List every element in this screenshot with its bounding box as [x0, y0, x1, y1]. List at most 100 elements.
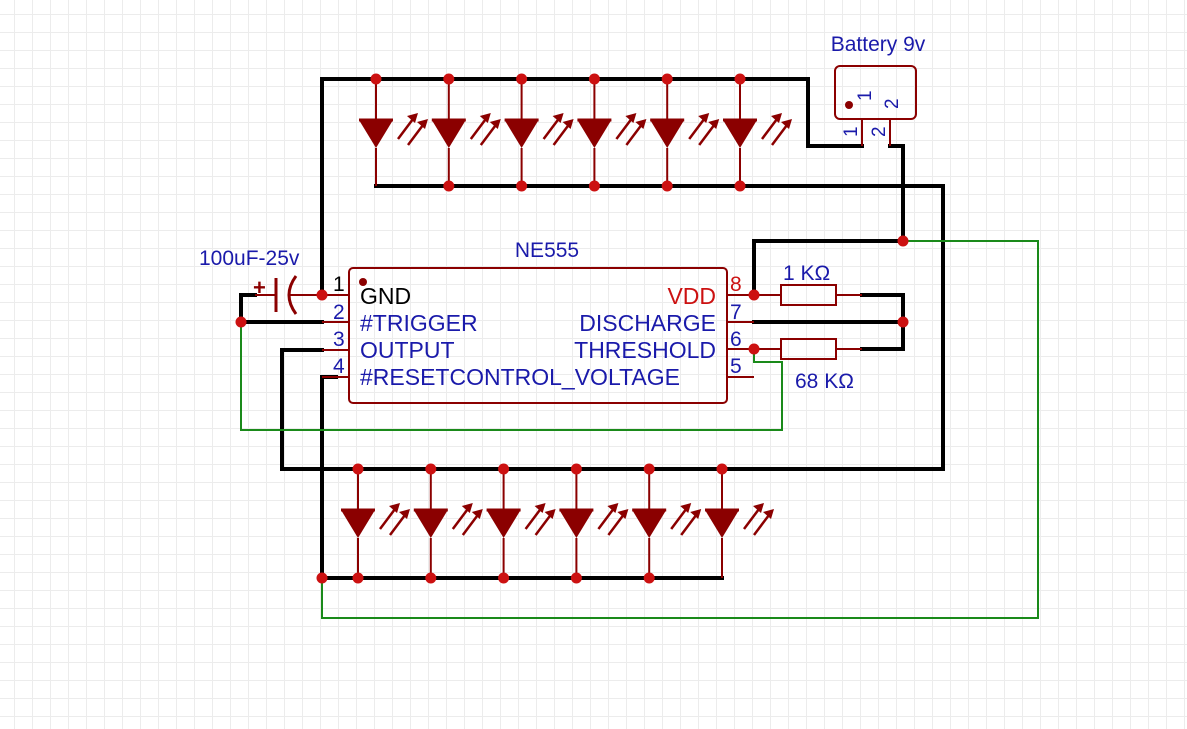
led-bottom-3[interactable] — [486, 463, 556, 584]
ne555-ic[interactable]: NE555 1 2 3 4 GND #TRIGGER OUTPUT #RESET… — [322, 239, 754, 404]
battery-pin1-label-inner: 1 — [855, 90, 876, 101]
ic-pin-num-8: 8 — [730, 273, 742, 296]
led-bank-top — [359, 73, 792, 192]
led-arrowhead-icon — [389, 503, 400, 513]
ic-pin-name-gnd: GND — [360, 283, 411, 309]
led-junction-bottom — [443, 180, 455, 192]
battery-name: Battery 9v — [831, 33, 926, 56]
led-bottom-6[interactable] — [705, 463, 774, 579]
led-top-2[interactable] — [431, 73, 501, 192]
ic-pin-num-6: 6 — [730, 328, 742, 351]
led-diode-icon — [431, 120, 466, 148]
led-arrowhead-icon — [607, 503, 619, 513]
junction-gnd — [316, 289, 328, 301]
led-junction-top — [570, 463, 582, 475]
led-arrowhead-icon — [753, 503, 764, 513]
junction-trigger — [235, 316, 247, 328]
led-bottom-2[interactable] — [413, 463, 483, 584]
led-arrowhead-icon — [479, 113, 491, 123]
ic-body — [348, 267, 728, 404]
capacitor-name: 100uF-25v — [199, 247, 300, 270]
led-arrowhead-icon — [489, 119, 501, 129]
green-nets — [240, 240, 1039, 619]
led-arrowhead-icon — [690, 509, 702, 519]
ic-pin-name-output: OUTPUT — [360, 337, 455, 363]
led-junction-bottom — [661, 180, 673, 192]
wire-battery-pin2 — [888, 144, 905, 243]
led-arrowhead-icon — [625, 113, 637, 123]
resistor-1k-label: 1 KΩ — [783, 262, 830, 285]
led-arrowhead-icon — [708, 119, 720, 129]
led-diode-icon — [650, 120, 685, 148]
battery-pin2-label-outer: 2 — [869, 126, 890, 137]
battery-pin1-dot — [845, 101, 853, 109]
resistor-68k[interactable]: 68 KΩ — [754, 338, 862, 393]
led-diode-icon — [705, 510, 739, 538]
led-diode-icon — [413, 510, 448, 538]
led-bottom-5[interactable] — [632, 463, 702, 584]
led-junction-top — [443, 73, 455, 85]
led-arrowhead-icon — [562, 119, 574, 129]
led-top-5[interactable] — [650, 73, 720, 192]
battery-component[interactable]: Battery 9v 1 2 1 2 — [831, 33, 926, 146]
ic-pin1-marker — [359, 278, 367, 286]
junctions — [235, 235, 909, 584]
led-junction-top — [498, 463, 510, 475]
led-arrowhead-icon — [763, 509, 774, 519]
led-top-3[interactable] — [504, 73, 574, 192]
junction-threshold-pin — [748, 343, 760, 355]
ic-pin-num-4: 4 — [333, 355, 345, 378]
wire-top-led-bus — [280, 184, 945, 471]
junction-resistor-node — [897, 316, 909, 328]
led-diode-icon — [632, 510, 667, 538]
net-trigger-threshold — [240, 322, 783, 431]
ic-pin-name-threshold: THRESHOLD — [574, 337, 716, 363]
led-diode-icon — [341, 510, 375, 538]
led-junction-top — [588, 73, 600, 85]
led-junction-bottom — [352, 572, 364, 584]
led-junction-bottom — [570, 572, 582, 584]
ic-pin-name-reset: #RESETCONTROL_VOLTAGE — [360, 364, 680, 390]
led-diode-icon — [577, 120, 612, 148]
resistor-1k[interactable]: 1 KΩ — [754, 262, 862, 306]
wire-vdd-bus — [752, 239, 905, 297]
ic-pin-num-1: 1 — [333, 273, 345, 296]
ic-pin-num-7: 7 — [730, 301, 742, 324]
ic-name: NE555 — [515, 239, 579, 262]
led-junction-top — [734, 73, 746, 85]
led-bottom-4[interactable] — [559, 463, 629, 584]
led-arrowhead-icon — [771, 113, 782, 123]
led-arrowhead-icon — [781, 119, 792, 129]
led-arrowhead-icon — [417, 119, 428, 129]
battery-body — [834, 65, 917, 120]
net-gnd-return — [321, 240, 1039, 619]
led-top-1[interactable] — [359, 73, 428, 187]
led-bank-bottom — [341, 463, 774, 584]
junction-vdd-node — [897, 235, 909, 247]
led-arrowhead-icon — [407, 113, 418, 123]
ic-pin-num-5: 5 — [730, 355, 742, 378]
led-junction-bottom — [588, 180, 600, 192]
led-diode-icon — [486, 510, 521, 538]
led-arrowhead-icon — [544, 509, 556, 519]
ic-pin-num-2: 2 — [333, 301, 345, 324]
led-arrowhead-icon — [617, 509, 629, 519]
led-junction-top — [516, 73, 528, 85]
led-top-4[interactable] — [577, 73, 647, 192]
wire-reset — [320, 375, 724, 580]
led-arrowhead-icon — [461, 503, 473, 513]
led-arrowhead-icon — [698, 113, 710, 123]
capacitor-component[interactable]: + 100uF-25v — [199, 247, 322, 315]
led-arrowhead-icon — [471, 509, 483, 519]
led-arrowhead-icon — [680, 503, 692, 513]
wire-top-rail — [320, 77, 864, 297]
led-top-6[interactable] — [723, 73, 792, 192]
led-junction-top — [661, 73, 673, 85]
led-arrowhead-icon — [635, 119, 647, 129]
led-junction-bottom — [643, 572, 655, 584]
led-diode-icon — [559, 510, 594, 538]
resistor-68k-label: 68 KΩ — [795, 370, 854, 393]
led-bottom-1[interactable] — [341, 463, 410, 584]
capacitor-polarity: + — [253, 275, 266, 300]
